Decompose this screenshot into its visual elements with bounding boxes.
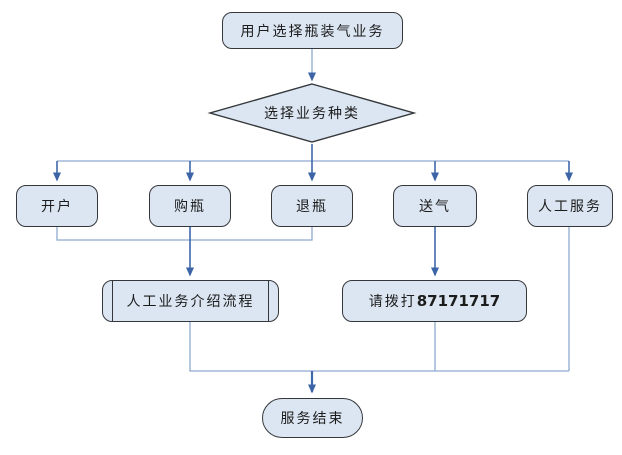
- node-end-label: 服务结束: [280, 411, 345, 427]
- node-deliver-gas: 送气: [393, 185, 477, 227]
- node-buy-bottle-label: 购瓶: [174, 199, 206, 215]
- node-return-bottle-label: 退瓶: [296, 199, 328, 215]
- node-return-bottle: 退瓶: [271, 185, 353, 227]
- node-decision: 选择业务种类: [210, 83, 414, 143]
- node-buy-bottle: 购瓶: [149, 185, 231, 227]
- node-call-prefix: 请拨打: [368, 294, 417, 310]
- node-manual-service: 人工服务: [527, 185, 613, 227]
- node-manual-service-label: 人工服务: [538, 199, 602, 215]
- node-intro-flow: 人工业务介绍流程: [102, 280, 279, 322]
- node-deliver-gas-label: 送气: [419, 199, 451, 215]
- node-start: 用户选择瓶装气业务: [222, 12, 403, 49]
- node-intro-flow-label: 人工业务介绍流程: [126, 294, 255, 310]
- edge-merge-rail-intro: [56, 227, 313, 241]
- decision-diamond-shape: [207, 83, 417, 143]
- node-decision-label: 选择业务种类: [264, 106, 360, 122]
- subroutine-side-bars: [112, 280, 269, 322]
- edge-bottom-rail: [189, 322, 569, 372]
- node-open-account: 开户: [16, 185, 98, 227]
- node-end: 服务结束: [262, 398, 363, 438]
- node-call-phone-number: 87171717: [416, 292, 501, 310]
- node-start-label: 用户选择瓶装气业务: [240, 23, 385, 40]
- node-open-account-label: 开户: [41, 199, 73, 215]
